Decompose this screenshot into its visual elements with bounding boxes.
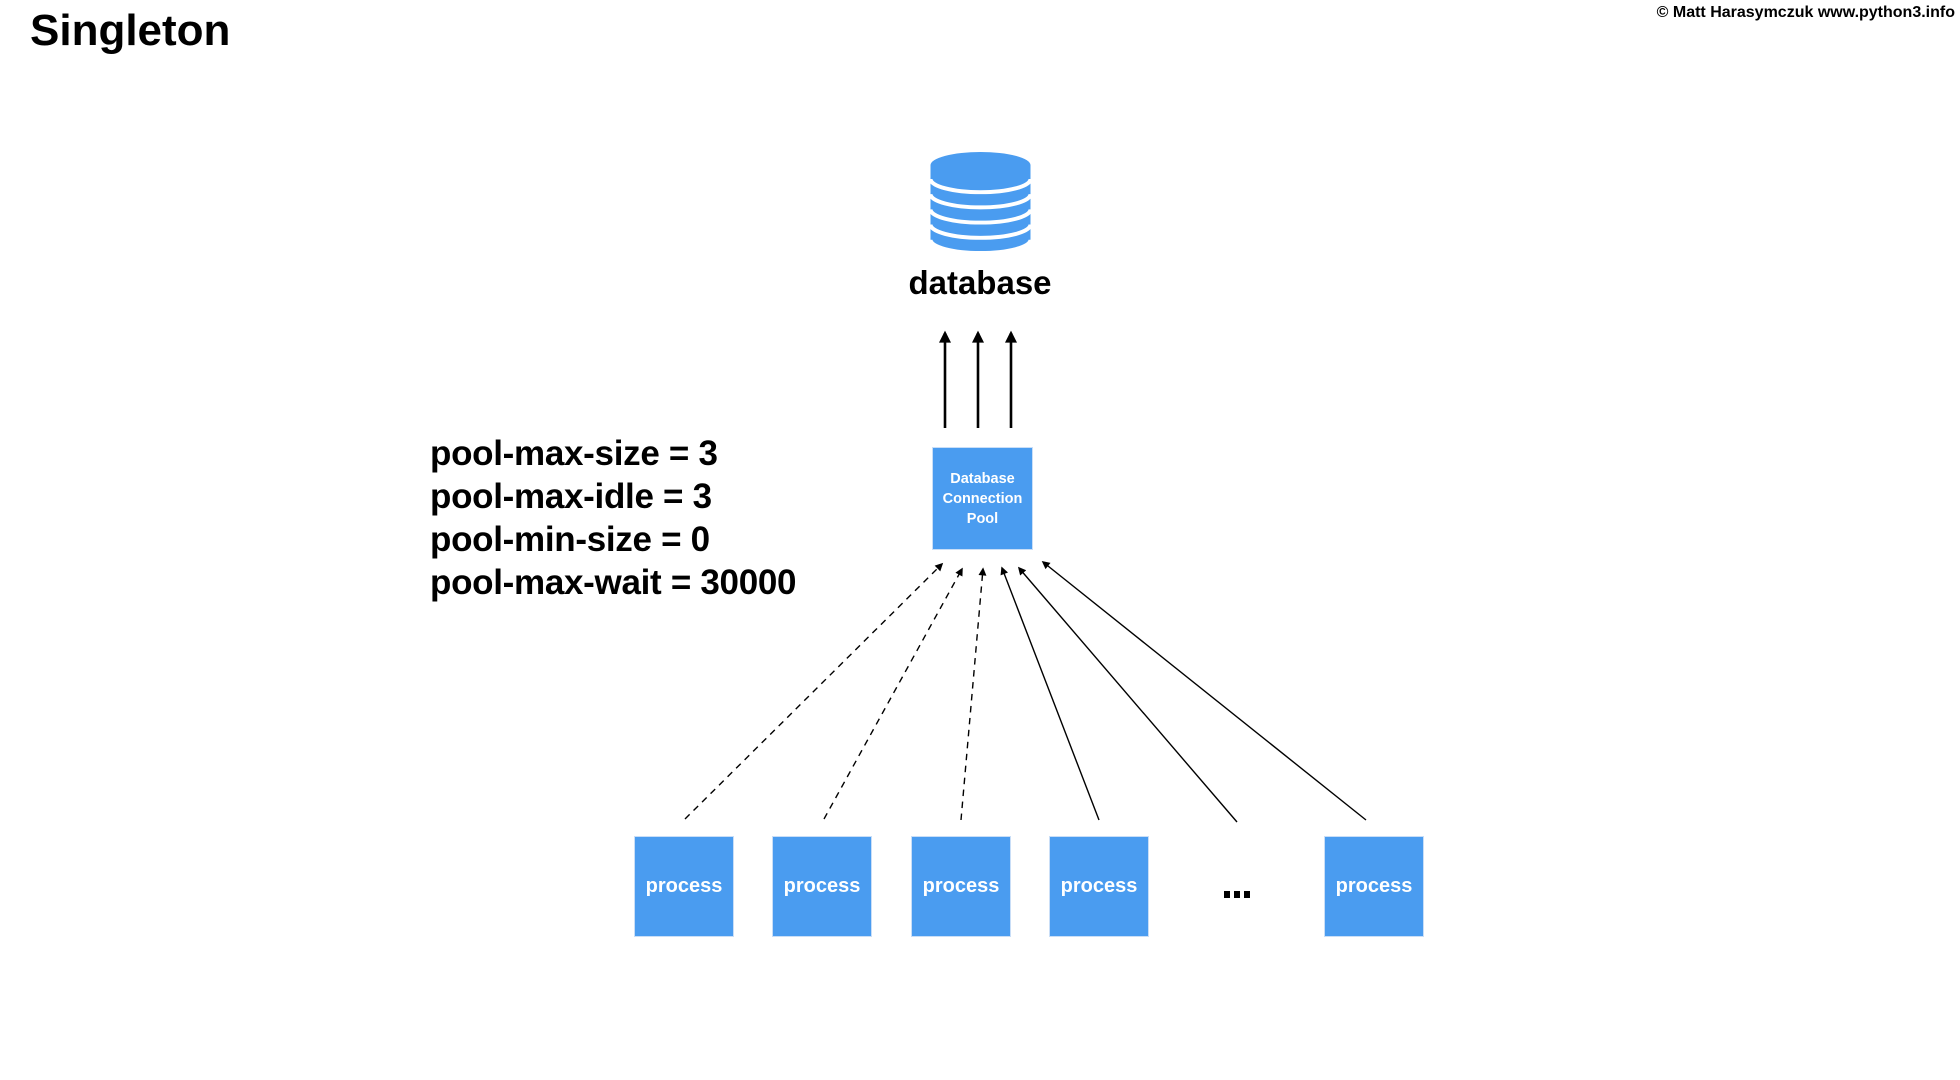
process-box-2: process <box>772 836 872 937</box>
arrow-process-4-to-pool <box>1000 566 1100 821</box>
param-pool-max-wait: pool-max-wait = 30000 <box>430 563 797 602</box>
database-icon <box>928 151 1033 255</box>
ellipsis-dot <box>1244 890 1250 898</box>
process-label: process <box>783 875 861 897</box>
param-pool-max-size: pool-max-size = 3 <box>430 434 718 473</box>
arrow-process-3-to-pool <box>960 567 987 821</box>
database-cylinder-body <box>930 151 1031 253</box>
ellipsis-dot <box>1234 890 1240 898</box>
process-box-1: process <box>634 836 734 937</box>
arrow-process-1-to-pool <box>684 562 944 820</box>
process-label: process <box>1060 875 1138 897</box>
pool-params: pool-max-size = 3 pool-max-idle = 3 pool… <box>430 432 797 604</box>
process-label: process <box>645 875 723 897</box>
page-title: Singleton <box>30 6 231 55</box>
process-box-4: process <box>1049 836 1149 937</box>
copyright: © Matt Harasymczuk www.python3.info <box>1656 4 1955 21</box>
arrow-process-5-to-pool <box>1041 561 1367 821</box>
process-label: process <box>922 875 1000 897</box>
ellipsis-dot <box>1224 890 1230 898</box>
database-label: database <box>908 264 1052 301</box>
process-box-3: process <box>911 836 1011 937</box>
arrow-more-processes-to-pool <box>1017 566 1238 823</box>
param-pool-max-idle: pool-max-idle = 3 <box>430 477 712 516</box>
arrow-process-2-to-pool <box>823 567 963 820</box>
param-pool-min-size: pool-min-size = 0 <box>430 520 710 559</box>
more-processes-ellipsis <box>1224 889 1250 899</box>
process-label: process <box>1335 875 1413 897</box>
pool-box: Database Connection Pool <box>932 447 1033 550</box>
process-box-5: process <box>1324 836 1424 937</box>
pool-box-label: Database Connection Pool <box>942 470 1023 527</box>
